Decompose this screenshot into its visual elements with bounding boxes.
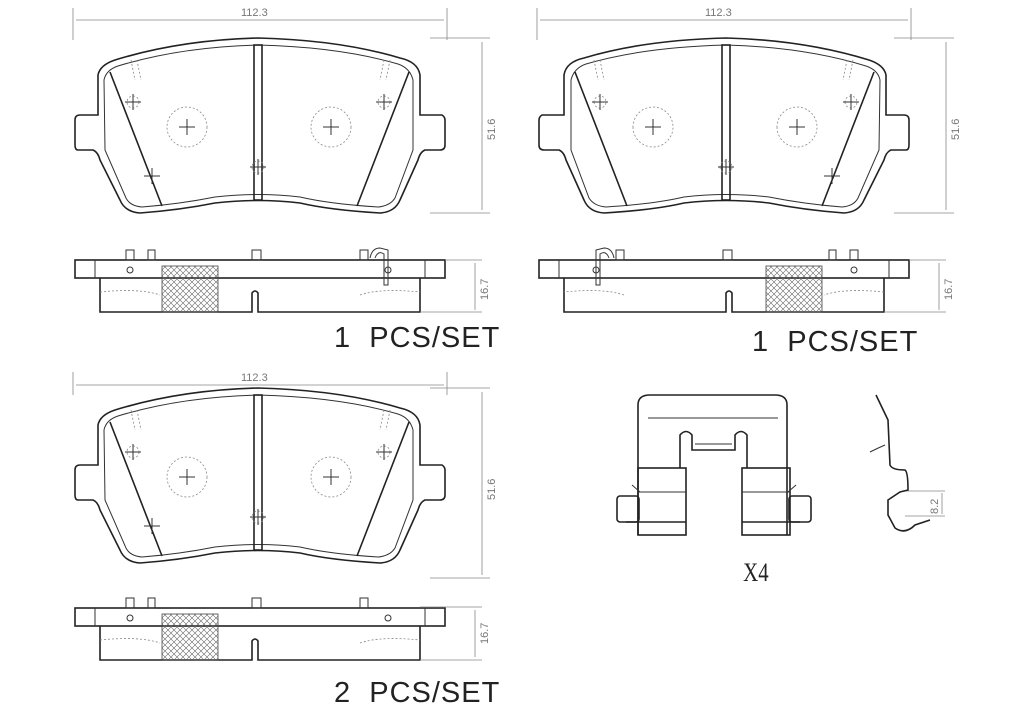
pad-2-height-dimension: 51.6	[950, 119, 962, 140]
pad-2-quantity-label: 1 PCS/SET	[752, 326, 919, 358]
pad-2-thickness-dimension: 16.7	[943, 279, 955, 300]
clip-dimension: 8.2	[929, 499, 941, 514]
pad-1-quantity-label: 1 PCS/SET	[334, 322, 501, 354]
abutment-clip-front-view	[616, 394, 812, 536]
pad-1-width-dimension: 112.3	[241, 7, 268, 19]
pad-3-top-view	[74, 387, 446, 564]
pad-2-top-view	[538, 37, 910, 214]
hardware-quantity-label: X4	[743, 558, 769, 587]
abutment-clip-side-view	[869, 394, 931, 532]
dimension-lines	[72, 8, 954, 661]
pad-2-width-dimension: 112.3	[705, 7, 732, 19]
pad-3-width-dimension: 112.3	[241, 372, 268, 384]
pad-1-thickness-dimension: 16.7	[479, 279, 491, 300]
pad-3-thickness-dimension: 16.7	[479, 623, 491, 644]
pad-3-quantity-label: 2 PCS/SET	[334, 677, 501, 709]
pad-2-side-view	[538, 247, 910, 313]
pad-3-side-view	[74, 597, 446, 661]
pad-1-top-view	[74, 37, 446, 214]
pad-3-height-dimension: 51.6	[486, 479, 498, 500]
pad-1-height-dimension: 51.6	[486, 119, 498, 140]
pad-1-side-view	[74, 247, 446, 313]
